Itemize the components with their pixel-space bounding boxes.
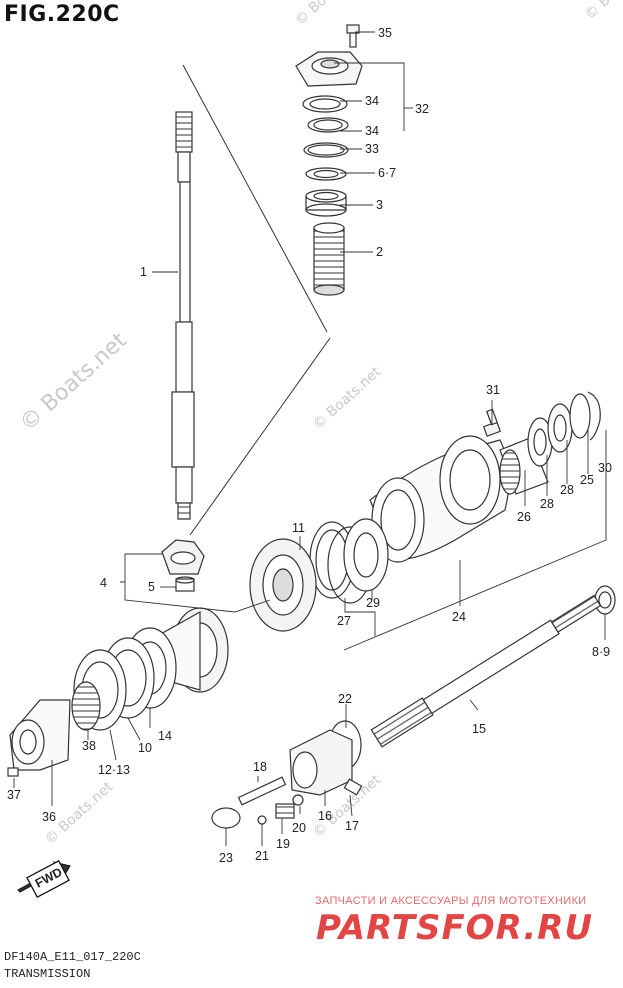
bevel-gear-forward (249, 538, 317, 632)
part-8-9-shim (594, 585, 616, 615)
callout-21: 21 (255, 849, 269, 863)
callout-23: 23 (219, 851, 233, 865)
part-16-clutch (289, 729, 353, 796)
callout-8-9: 8·9 (592, 645, 610, 659)
figure-code: DF140A_E11_017_220C (4, 950, 141, 964)
callout-2: 2 (376, 245, 383, 259)
callout-labels: 35 34 32 34 33 6·7 3 2 1 31 26 28 28 25 … (7, 26, 612, 865)
brand-logo-text: PARTSFOR.RU (316, 908, 594, 948)
part-24-gearcase (369, 435, 510, 563)
callout-16: 16 (318, 809, 332, 823)
part-23-ring (211, 807, 241, 829)
watermark-ru-tagline: ЗАПЧАСТИ И АКСЕССУАРЫ ДЛЯ МОТОТЕХНИКИ (315, 895, 587, 907)
part-37-pin (7, 767, 19, 777)
guide-line-lower (189, 337, 331, 536)
callout-30: 30 (598, 461, 612, 475)
callout-38: 38 (82, 739, 96, 753)
parts-drawing (7, 24, 616, 846)
part-5-nut (175, 576, 195, 592)
callout-33: 33 (365, 142, 379, 156)
callout-25: 25 (580, 473, 594, 487)
part-1-drive-shaft (171, 111, 195, 520)
callout-22: 22 (338, 692, 352, 706)
callout-3: 3 (376, 198, 383, 212)
part-4-pinion (161, 539, 205, 575)
part-30-snap-ring (587, 391, 601, 441)
part-26-sleeve (499, 437, 549, 495)
part-17-pin (343, 778, 363, 796)
figure-caption: TRANSMISSION (4, 967, 91, 981)
callout-10: 10 (138, 741, 152, 755)
fwd-arrow: FWD (17, 859, 71, 899)
callout-28-b: 28 (560, 483, 574, 497)
callout-20: 20 (292, 821, 306, 835)
part-32-housing (295, 51, 363, 87)
callout-14: 14 (158, 729, 172, 743)
callout-18: 18 (253, 760, 267, 774)
callout-27: 27 (337, 614, 351, 628)
leader-lines (13, 31, 607, 846)
watermark-faint-3: © Boats.net (310, 364, 385, 433)
callout-5: 5 (148, 580, 155, 594)
part-6-7-shim (305, 167, 347, 181)
part-19-spring (275, 803, 295, 819)
callout-26: 26 (517, 510, 531, 524)
callout-11: 11 (292, 521, 305, 535)
part-2-needle-bearing (313, 222, 345, 296)
part-20-ball (292, 794, 304, 806)
part-28-bearing-b (547, 403, 573, 453)
watermark-main: © Boats.net (15, 328, 132, 437)
callout-35: 35 (378, 26, 392, 40)
callout-17: 17 (345, 819, 359, 833)
part-15-propshaft (370, 594, 602, 748)
part-35-bolt (346, 24, 360, 48)
callout-1: 1 (140, 265, 147, 279)
part-21-ball (257, 815, 267, 825)
callout-12-13: 12·13 (98, 763, 130, 777)
part-25-ring (569, 393, 591, 439)
watermark-faint-2: © Boats.net (582, 0, 623, 23)
callout-31: 31 (486, 383, 500, 397)
part-18-push-rod (237, 776, 287, 806)
part-36-carrier (9, 699, 71, 771)
part-29-bearing (343, 518, 389, 592)
guide-line-upper (182, 64, 328, 333)
callout-6-7: 6·7 (378, 166, 396, 180)
callout-24: 24 (452, 610, 466, 624)
callout-15: 15 (472, 722, 486, 736)
figure-title: FIG.220C (4, 2, 120, 27)
callout-34-a: 34 (365, 94, 379, 108)
part-3-bearing (305, 189, 347, 217)
callout-36: 36 (42, 810, 56, 824)
callout-4: 4 (100, 576, 107, 590)
callout-32: 32 (415, 102, 429, 116)
callout-28-a: 28 (540, 497, 554, 511)
part-38-sleeve (71, 681, 101, 731)
callout-37: 37 (7, 788, 21, 802)
callout-34-b: 34 (365, 124, 379, 138)
callout-29: 29 (366, 596, 380, 610)
callout-19: 19 (276, 837, 290, 851)
